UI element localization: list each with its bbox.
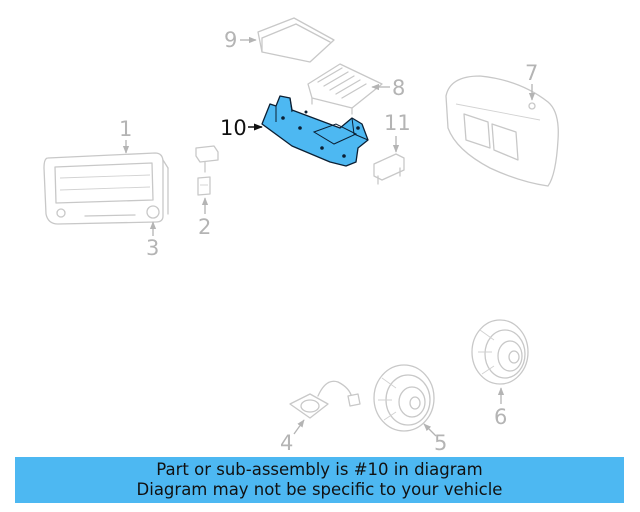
callout-6: 6 [494, 405, 507, 429]
callout-7: 7 [525, 61, 538, 85]
info-banner: Part or sub-assembly is #10 in diagram D… [15, 457, 624, 503]
part-7-trim-cover[interactable] [445, 75, 559, 187]
part-9-module[interactable] [257, 17, 335, 63]
part-10-mounting-bracket[interactable] [261, 95, 369, 167]
banner-line-2: Diagram may not be specific to your vehi… [136, 480, 503, 499]
leader-4 [293, 419, 305, 435]
callout-8: 8 [392, 76, 405, 100]
callout-5: 5 [434, 431, 447, 455]
part-4-tweeter[interactable] [289, 380, 361, 419]
callout-1: 1 [119, 117, 132, 141]
banner-line-1: Part or sub-assembly is #10 in diagram [156, 460, 483, 479]
part-6-speaker[interactable] [471, 319, 529, 385]
part-8-amplifier[interactable] [307, 63, 383, 115]
callout-3: 3 [146, 236, 159, 260]
part-1-radio-unit[interactable] [43, 152, 169, 225]
part-5-speaker[interactable] [373, 364, 435, 432]
callout-4: 4 [280, 431, 293, 455]
part-11-bracket[interactable] [373, 153, 405, 185]
callout-11: 11 [384, 111, 411, 135]
callout-9: 9 [224, 28, 237, 52]
leader-5 [423, 423, 437, 437]
callout-10: 10 [220, 116, 247, 140]
callout-2: 2 [198, 215, 211, 239]
part-2-connector[interactable] [195, 145, 219, 196]
